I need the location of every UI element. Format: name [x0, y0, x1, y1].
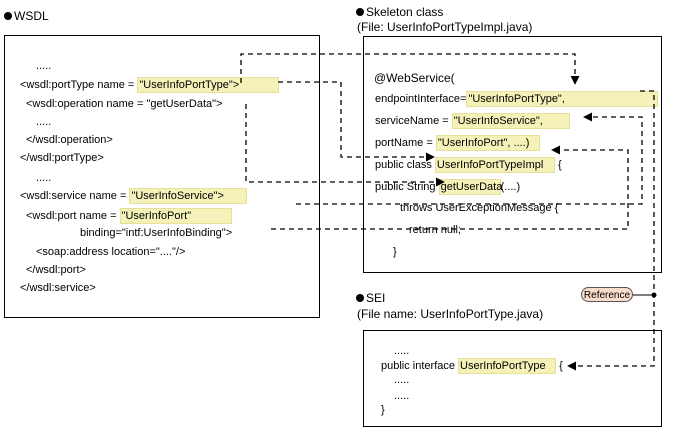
sei-box [363, 330, 662, 427]
skeleton-line-servicename: serviceName = "UserInfoService", [375, 113, 570, 129]
skeleton-heading-text: Skeleton class [366, 5, 444, 19]
bullet-icon [356, 294, 364, 302]
wsdl-line-soap-address: <soap:address location="...."/> [36, 246, 186, 258]
bullet-icon [4, 12, 12, 20]
wsdl-line-service-close: </wsdl:service> [20, 282, 96, 294]
sei-line-dots-3: ..... [394, 390, 410, 402]
reference-dot [651, 292, 657, 298]
wsdl-service-prefix: <wsdl:service name = [20, 190, 130, 202]
sei-file-label: (File name: UserInfoPortType.java) [357, 307, 544, 321]
wsdl-line-dots-1: ..... [36, 60, 52, 72]
sei-line-dots-2: ..... [394, 374, 410, 386]
sei-heading: SEI [356, 291, 385, 305]
wsdl-line-porttype: <wsdl:portType name = "UserInfoPortType"… [20, 77, 280, 93]
skeleton-portname-prefix: portName = [375, 137, 436, 149]
wsdl-line-operation: <wsdl:operation name = "getUserData"> [26, 97, 222, 111]
sei-interface-brace: { [556, 360, 563, 372]
skeleton-line-portname: portName = "UserInfoPort", ....) [375, 135, 540, 151]
skeleton-line-webservice: @WebService( [374, 71, 455, 85]
wsdl-line-dots-2: ..... [36, 116, 52, 128]
sei-line-interface: public interface UserInfoPortType { [381, 358, 563, 374]
wsdl-line-dots-3: ..... [36, 172, 52, 184]
wsdl-port-name: "UserInfoPort" [119, 208, 232, 224]
skeleton-method-prefix: public String [375, 181, 439, 193]
sei-heading-text: SEI [366, 291, 386, 305]
connector-port-to-portname [271, 145, 629, 230]
skeleton-endpoint-prefix: endpointInterface= [375, 93, 467, 105]
skeleton-line-return: return null; [409, 224, 461, 236]
skeleton-servicename-prefix: serviceName = [375, 115, 452, 127]
skeleton-file-label: (File: UserInfoPortTypeImpl.java) [357, 20, 533, 34]
wsdl-operation-text: <wsdl:operation name = "getUserData"> [26, 98, 223, 110]
skeleton-servicename-value: "UserInfoService", [451, 113, 570, 129]
skeleton-portname-value: "UserInfoPort", ....) [435, 135, 540, 151]
connector-porttype-to-classname [278, 81, 435, 162]
sei-interface-prefix: public interface [381, 360, 459, 372]
skeleton-line-class: public class UserInfoPortTypeImpl { [375, 157, 562, 173]
wsdl-line-port: <wsdl:port name = "UserInfoPort" [26, 208, 232, 224]
wsdl-heading: WSDL [4, 9, 49, 23]
wsdl-line-porttype-close: </wsdl:portType> [20, 152, 104, 164]
connector-operation-to-method [245, 104, 445, 187]
skeleton-class-brace: { [554, 159, 562, 171]
wsdl-service-name: "UserInfoService"> [129, 188, 248, 204]
connector-porttype-to-endpoint [240, 53, 580, 85]
skeleton-class-prefix: public class [375, 159, 435, 171]
wsdl-porttype-prefix: <wsdl:portType name = [20, 79, 138, 91]
connector-service-to-servicename [296, 112, 643, 205]
skeleton-heading: Skeleton class [356, 5, 443, 19]
sei-line-brace-close: } [381, 404, 385, 416]
wsdl-line-operation-close: </wsdl:operation> [26, 134, 113, 146]
skeleton-box [363, 36, 662, 273]
wsdl-line-service: <wsdl:service name = "UserInfoService"> [20, 188, 248, 204]
bullet-icon [356, 8, 364, 16]
reference-badge: Reference [581, 287, 633, 302]
skeleton-line-endpoint: endpointInterface="UserInfoPortType", [375, 91, 659, 107]
wsdl-porttype-name: "UserInfoPortType"> [137, 77, 280, 93]
skeleton-method-name: getUserData [438, 179, 503, 195]
sei-interface-name: UserInfoPortType [458, 358, 557, 374]
wsdl-port-prefix: <wsdl:port name = [26, 210, 120, 222]
skeleton-method-params: (....) [500, 181, 521, 193]
skeleton-line-brace-close: } [393, 246, 397, 258]
skeleton-line-throws: throws UserExceptionMessage { [400, 202, 559, 214]
wsdl-heading-text: WSDL [14, 9, 49, 23]
skeleton-class-name: UserInfoPortTypeImpl [434, 157, 555, 173]
wsdl-line-binding: binding="intf:UserInfoBinding"> [80, 227, 233, 239]
skeleton-line-method: public String getUserData(....) [375, 179, 520, 195]
sei-line-dots-1: ..... [394, 345, 410, 357]
wsdl-line-port-close: </wsdl:port> [26, 264, 86, 276]
skeleton-endpoint-value: "UserInfoPortType", [466, 91, 659, 107]
